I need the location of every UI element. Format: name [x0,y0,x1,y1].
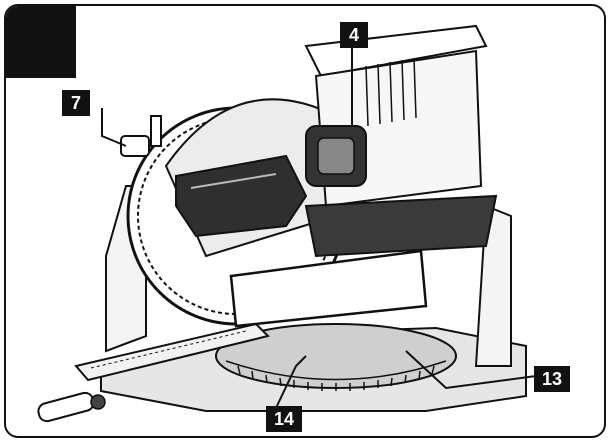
depth-stop-knob [120,135,150,157]
operating-handle [175,154,308,238]
leader-lines [101,48,537,409]
callout-4: 4 [340,22,368,48]
diagram-frame: 7 4 13 14 [4,4,606,438]
callout-14: 14 [266,406,302,432]
miter-scale [225,360,447,391]
arm-support [304,194,498,258]
miter-arm [74,322,270,382]
callout-13: 13 [534,366,570,392]
miter-saw-illustration [37,24,537,423]
callout-7: 7 [62,90,90,116]
workpiece [229,249,428,328]
miter-lock-handle [37,391,95,423]
motor-vents [365,57,417,127]
figure-label-box [6,6,76,78]
